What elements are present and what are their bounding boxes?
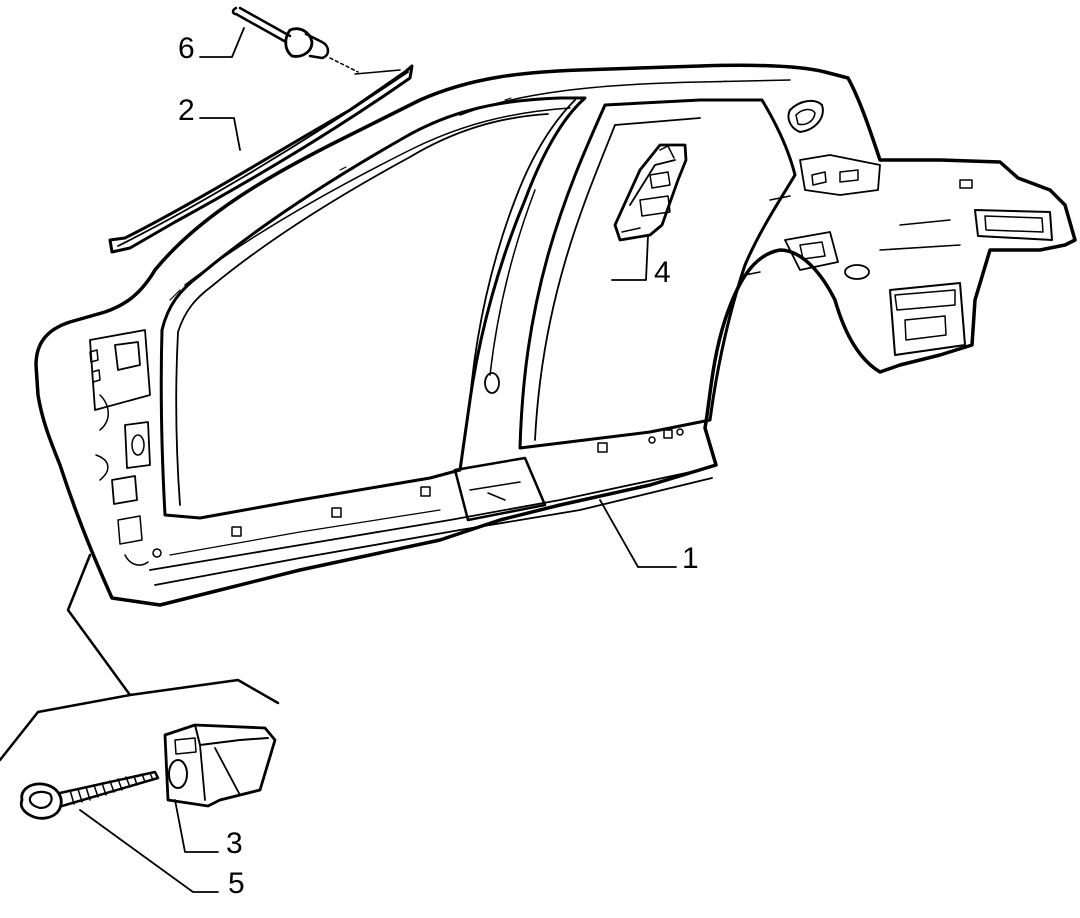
callout-6: 6 (178, 32, 195, 65)
leader-line-6 (199, 27, 245, 58)
callout-2: 2 (178, 94, 195, 127)
roof-drip-molding[interactable] (108, 64, 414, 254)
callout-1: 1 (682, 542, 699, 575)
leader-line-3 (174, 799, 219, 853)
mounting-block[interactable] (163, 723, 277, 808)
leader-line-1 (599, 499, 677, 568)
callout-4: 4 (654, 256, 671, 289)
leader-line-2 (199, 117, 241, 151)
callout-5: 5 (228, 867, 245, 900)
leader-lines (0, 27, 677, 893)
push-rivet-clip[interactable] (231, 6, 359, 73)
detail-bracket (0, 553, 280, 762)
flange-screw[interactable] (19, 770, 160, 820)
callout-3: 3 (226, 827, 243, 860)
leader-line-5 (79, 809, 219, 893)
leader-line-4 (611, 235, 649, 281)
body-side-panel[interactable] (34, 63, 1077, 607)
callout-labels: 6 2 4 1 3 5 (178, 32, 699, 900)
pillar-reinforcement-bracket[interactable] (613, 143, 688, 242)
